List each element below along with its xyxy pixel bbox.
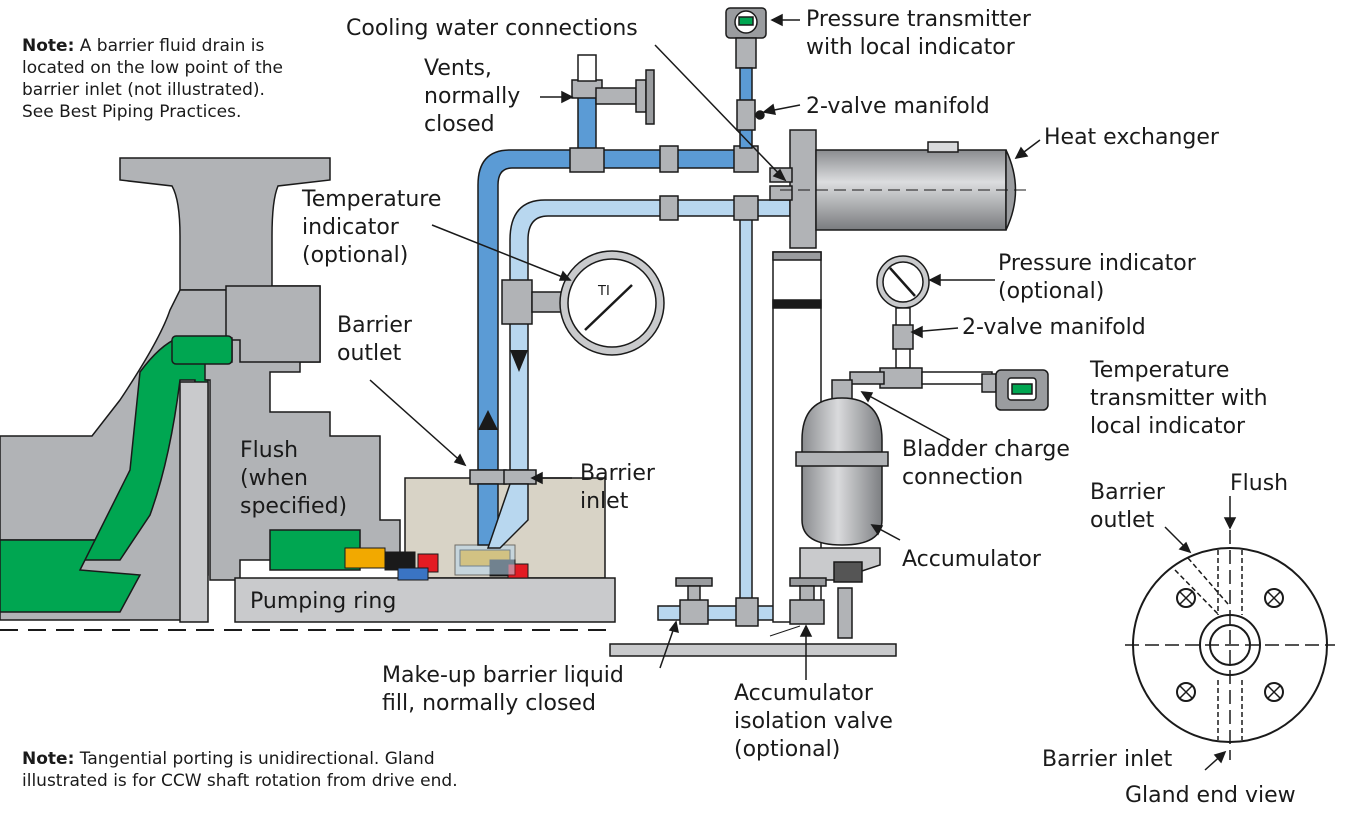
label-bladder-line-0: Bladder charge xyxy=(902,437,1070,462)
seal-cavity-green xyxy=(0,337,233,576)
label-temperature-transmitter: Temperature transmitter with local indic… xyxy=(1090,357,1268,441)
label-bladder-line-1: connection xyxy=(902,465,1024,490)
label-flush-when: Flush (when specified) xyxy=(240,437,347,521)
note-bottom: Note: Tangential porting is unidirection… xyxy=(22,748,458,792)
label-temperature-indicator: Temperature indicator (optional) xyxy=(302,186,441,270)
note-top-line-1: located on the low point of the xyxy=(22,58,283,78)
note-top-line-0: A barrier fluid drain is xyxy=(74,36,265,56)
label-barrier-inlet: Barrier inlet xyxy=(580,460,655,516)
note-bottom-line-0: Tangential porting is unidirectional. Gl… xyxy=(74,749,435,769)
accumulator-vessel xyxy=(795,379,889,583)
label-vents: Vents, normally closed xyxy=(424,55,520,139)
label-temperature-transmitter-line-0: Temperature xyxy=(1090,358,1230,383)
label-makeup-line-1: fill, normally closed xyxy=(382,691,596,716)
leader-lines xyxy=(369,13,1237,771)
barrier-outlet-pipe xyxy=(477,54,746,471)
seal-green-lower xyxy=(0,539,142,613)
label-vents-line-1: normally xyxy=(424,84,521,109)
label-pressure-transmitter-line-0: Pressure transmitter xyxy=(806,7,1031,32)
flow-arrow-up xyxy=(478,410,498,430)
label-accumulator-isolation-line-1: isolation valve xyxy=(734,709,893,734)
label-cooling-water: Cooling water connections xyxy=(346,16,638,41)
label-pressure-indicator: Pressure indicator (optional) xyxy=(998,250,1196,306)
label-accumulator: Accumulator xyxy=(902,547,1041,572)
heat-exchanger xyxy=(769,129,1030,249)
note-bottom-bold: Note: xyxy=(22,749,75,769)
label-temperature-transmitter-line-1: transmitter with xyxy=(1090,386,1268,411)
ti-symbol: TI xyxy=(597,284,610,299)
seal-internals xyxy=(344,544,529,581)
pressure-transmitter xyxy=(725,7,767,149)
note-top-line-3: See Best Piping Practices. xyxy=(22,102,242,122)
label-vents-line-2: closed xyxy=(424,112,495,137)
gland-end-view xyxy=(1125,530,1335,760)
note-bottom-line-1: illustrated is for CCW shaft rotation fr… xyxy=(22,771,458,791)
shaft-sleeve xyxy=(234,577,616,623)
label-two-valve-mid: 2-valve manifold xyxy=(962,315,1146,340)
label-gland-flush: Flush xyxy=(1230,471,1289,496)
label-pressure-indicator-line-1: (optional) xyxy=(998,279,1105,304)
label-flush-when-line-2: specified) xyxy=(240,494,348,519)
temperature-transmitter xyxy=(981,369,1049,411)
shaft xyxy=(179,381,209,623)
label-heat-exchanger: Heat exchanger xyxy=(1044,125,1219,150)
label-flush-when-line-0: Flush xyxy=(240,438,299,463)
label-gland-barrier-outlet: Barrier outlet xyxy=(1090,479,1165,535)
label-two-valve-top: 2-valve manifold xyxy=(806,94,990,119)
discharge-nozzle xyxy=(119,157,331,291)
label-barrier-inlet-line-1: inlet xyxy=(580,489,629,514)
note-top: Note: A barrier fluid drain is located o… xyxy=(22,35,283,123)
label-gland-barrier-outlet-line-0: Barrier xyxy=(1090,480,1165,505)
label-temperature-indicator-line-0: Temperature xyxy=(302,187,442,212)
seal-green-ring xyxy=(171,335,233,365)
label-temperature-transmitter-line-2: local indicator xyxy=(1090,414,1246,439)
bottom-valves xyxy=(609,577,897,657)
label-gland-end-view: Gland end view xyxy=(1125,783,1296,808)
label-vents-line-0: Vents, xyxy=(424,56,492,81)
label-barrier-outlet-line-0: Barrier xyxy=(337,313,412,338)
label-gland-barrier-outlet-line-1: outlet xyxy=(1090,508,1155,533)
label-pressure-indicator-line-0: Pressure indicator xyxy=(998,251,1196,276)
label-barrier-outlet-line-1: outlet xyxy=(337,341,402,366)
label-gland-barrier-inlet: Barrier inlet xyxy=(1042,747,1173,772)
label-accumulator-isolation-line-2: (optional) xyxy=(734,737,841,762)
label-flush-when-line-1: (when xyxy=(240,466,308,491)
gland-connections xyxy=(469,469,537,549)
label-barrier-outlet: Barrier outlet xyxy=(337,312,412,368)
barrier-inlet-pipe xyxy=(509,145,809,621)
label-pumping-ring: Pumping ring xyxy=(250,589,397,614)
flow-arrow-down xyxy=(510,350,528,372)
seal-chamber-block xyxy=(225,285,321,363)
label-bladder: Bladder charge connection xyxy=(902,436,1070,492)
temperature-indicator-gauge: TI xyxy=(501,250,665,356)
label-pressure-transmitter: Pressure transmitter with local indicato… xyxy=(806,6,1031,62)
label-pressure-transmitter-line-1: with local indicator xyxy=(806,35,1015,60)
note-top-bold: Note: xyxy=(22,36,75,56)
label-makeup-line-0: Make-up barrier liquid xyxy=(382,663,624,688)
label-makeup: Make-up barrier liquid fill, normally cl… xyxy=(382,662,624,718)
label-temperature-indicator-line-2: (optional) xyxy=(302,243,409,268)
pressure-indicator-gauge xyxy=(849,255,993,389)
label-temperature-indicator-line-1: indicator xyxy=(302,215,399,240)
label-barrier-inlet-line-0: Barrier xyxy=(580,461,655,486)
label-accumulator-isolation: Accumulator isolation valve (optional) xyxy=(734,680,893,764)
note-top-line-2: barrier inlet (not illustrated). xyxy=(22,80,265,100)
label-accumulator-isolation-line-0: Accumulator xyxy=(734,681,873,706)
